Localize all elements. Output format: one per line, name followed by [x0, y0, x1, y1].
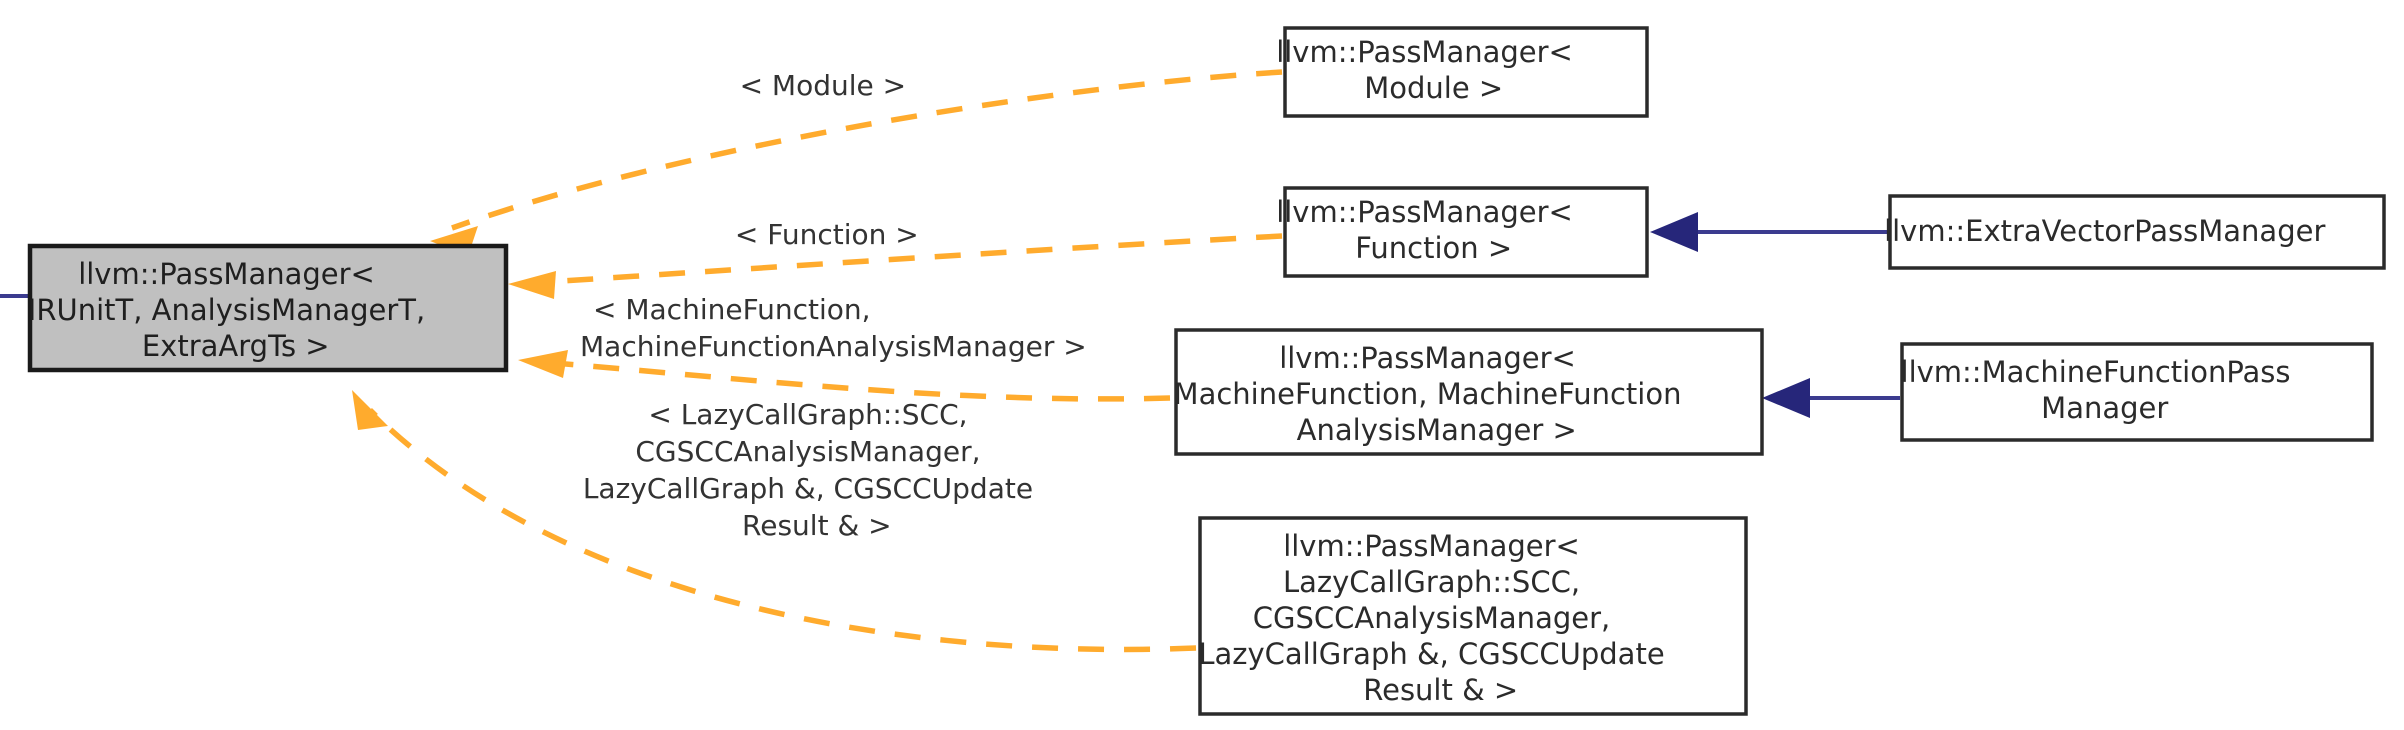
edge-function-to-root — [508, 233, 1283, 299]
node-passmanager-module[interactable]: llvm::PassManager< Module > — [1276, 26, 1656, 118]
node-passmanager-function-line-1: Function > — [1355, 231, 1512, 265]
svg-text:llvm::PassManager< Laz: llvm::PassManager< LazyCallGraph::SCC, C… — [1198, 529, 1747, 707]
svg-text:< Function >: < Function > — [735, 218, 981, 251]
template-arrowhead-cgscc — [352, 390, 388, 430]
template-edge-module — [451, 69, 1283, 231]
edge-label-machinefunction-line-0: < MachineFunction, — [593, 293, 871, 326]
edge-label-function: < Function > — [735, 218, 981, 251]
template-edge-function — [531, 233, 1283, 286]
node-passmanager-cgscc-line-4: Result & > — [1363, 673, 1518, 707]
edge-label-function-line-0: < Function > — [735, 218, 919, 251]
edge-label-cgscc-line-3: Result & > — [742, 509, 892, 542]
template-arrowhead-machinefunction — [518, 350, 568, 378]
inheritance-arrowhead-machinefunctionpm — [1762, 378, 1810, 418]
edge-cgscc-to-root — [352, 390, 1197, 653]
node-passmanager-function-line-0: llvm::PassManager< — [1276, 195, 1573, 229]
node-passmanager-root-box[interactable] — [27, 243, 509, 373]
edge-machinefunction-to-root — [518, 350, 1171, 402]
svg-text:llvm::PassManager< Mod: llvm::PassManager< Module > — [1276, 35, 1656, 105]
svg-text:llvm::ExtraVectorPassManager: llvm::ExtraVectorPassManager — [1884, 214, 2390, 248]
node-machine-function-pass-manager[interactable]: llvm::MachineFunctionPass Manager — [1900, 342, 2374, 442]
svg-text:llvm::MachineFunctionPass: llvm::MachineFunctionPass Manager — [1901, 355, 2374, 425]
inheritance-arrowhead-extravector — [1650, 212, 1698, 252]
node-extra-vector-pass-manager[interactable]: llvm::ExtraVectorPassManager — [1884, 194, 2390, 270]
svg-text:< Module >: < Module > — [740, 69, 969, 102]
node-passmanager-module-line-1: Module > — [1364, 71, 1503, 105]
svg-text:llvm::PassManager< IRU: llvm::PassManager< IRUnitT, AnalysisMana… — [28, 257, 508, 363]
node-passmanager-root-line-2: ExtraArgTs > — [142, 329, 330, 363]
edge-label-module-line-0: < Module > — [740, 69, 907, 102]
edge-label-cgscc-line-1: CGSCCAnalysisManager, — [635, 435, 980, 468]
node-machine-function-pass-manager-box[interactable] — [1900, 342, 2374, 442]
node-passmanager-machinefunction-line-0: llvm::PassManager< — [1279, 341, 1576, 375]
svg-text:< LazyCallGraph::SCC,: < LazyCallGraph::SCC, CGSCCAnalysisManag… — [583, 398, 1113, 542]
template-arrowhead-function — [508, 271, 556, 299]
node-machine-function-pass-manager-line-1: Manager — [2041, 391, 2168, 425]
edge-label-cgscc-line-0: < LazyCallGraph::SCC, — [648, 398, 967, 431]
node-passmanager-root-line-0: llvm::PassManager< — [78, 257, 375, 291]
node-passmanager-cgscc-line-2: CGSCCAnalysisManager, — [1253, 601, 1610, 635]
edge-label-cgscc-line-2: LazyCallGraph &, CGSCCUpdate — [583, 472, 1033, 505]
node-passmanager-module-line-0: llvm::PassManager< — [1276, 35, 1573, 69]
edge-label-machinefunction-line-1: MachineFunctionAnalysisManager > — [580, 330, 1087, 363]
node-passmanager-machinefunction-box[interactable] — [1174, 328, 1764, 456]
node-extra-vector-pass-manager-line-0: llvm::ExtraVectorPassManager — [1884, 214, 2325, 248]
node-passmanager-cgscc[interactable]: llvm::PassManager< LazyCallGraph::SCC, C… — [1198, 516, 1748, 716]
node-passmanager-machinefunction[interactable]: llvm::PassManager< MachineFunction, Mach… — [1174, 328, 1765, 456]
node-passmanager-cgscc-line-1: LazyCallGraph::SCC, — [1283, 565, 1580, 599]
node-passmanager-function-box[interactable] — [1283, 186, 1649, 278]
node-passmanager-root-line-1: IRUnitT, AnalysisManagerT, — [28, 293, 425, 327]
node-passmanager-machinefunction-line-2: AnalysisManager > — [1297, 413, 1577, 447]
node-passmanager-cgscc-line-3: LazyCallGraph &, CGSCCUpdate — [1198, 637, 1664, 671]
node-extra-vector-pass-manager-box[interactable] — [1888, 194, 2386, 270]
node-machine-function-pass-manager-line-0: llvm::MachineFunctionPass — [1901, 355, 2291, 389]
node-passmanager-function[interactable]: llvm::PassManager< Function > — [1276, 186, 1656, 278]
edge-extravector-to-function — [1650, 212, 1888, 252]
svg-text:< MachineFunction, Mac: < MachineFunction, MachineFunctionAnalys… — [580, 293, 1149, 363]
svg-text:llvm::PassManager< Mac: llvm::PassManager< MachineFunction, Mach… — [1174, 341, 1765, 447]
node-passmanager-root[interactable]: llvm::PassManager< IRUnitT, AnalysisMana… — [27, 243, 509, 373]
node-passmanager-cgscc-line-0: llvm::PassManager< — [1283, 529, 1580, 563]
edge-label-cgscc: < LazyCallGraph::SCC, CGSCCAnalysisManag… — [583, 398, 1113, 542]
edge-label-machinefunction: < MachineFunction, MachineFunctionAnalys… — [580, 293, 1149, 363]
svg-text:llvm::PassManager< Fun: llvm::PassManager< Function > — [1276, 195, 1656, 265]
node-passmanager-cgscc-box[interactable] — [1198, 516, 1748, 716]
template-edge-machinefunction — [541, 359, 1171, 402]
edge-machinefunctionpm-to-machinefunction — [1762, 378, 1900, 418]
node-passmanager-machinefunction-line-1: MachineFunction, MachineFunction — [1174, 377, 1682, 411]
node-passmanager-module-box[interactable] — [1283, 26, 1649, 118]
edge-label-module: < Module > — [740, 69, 969, 102]
